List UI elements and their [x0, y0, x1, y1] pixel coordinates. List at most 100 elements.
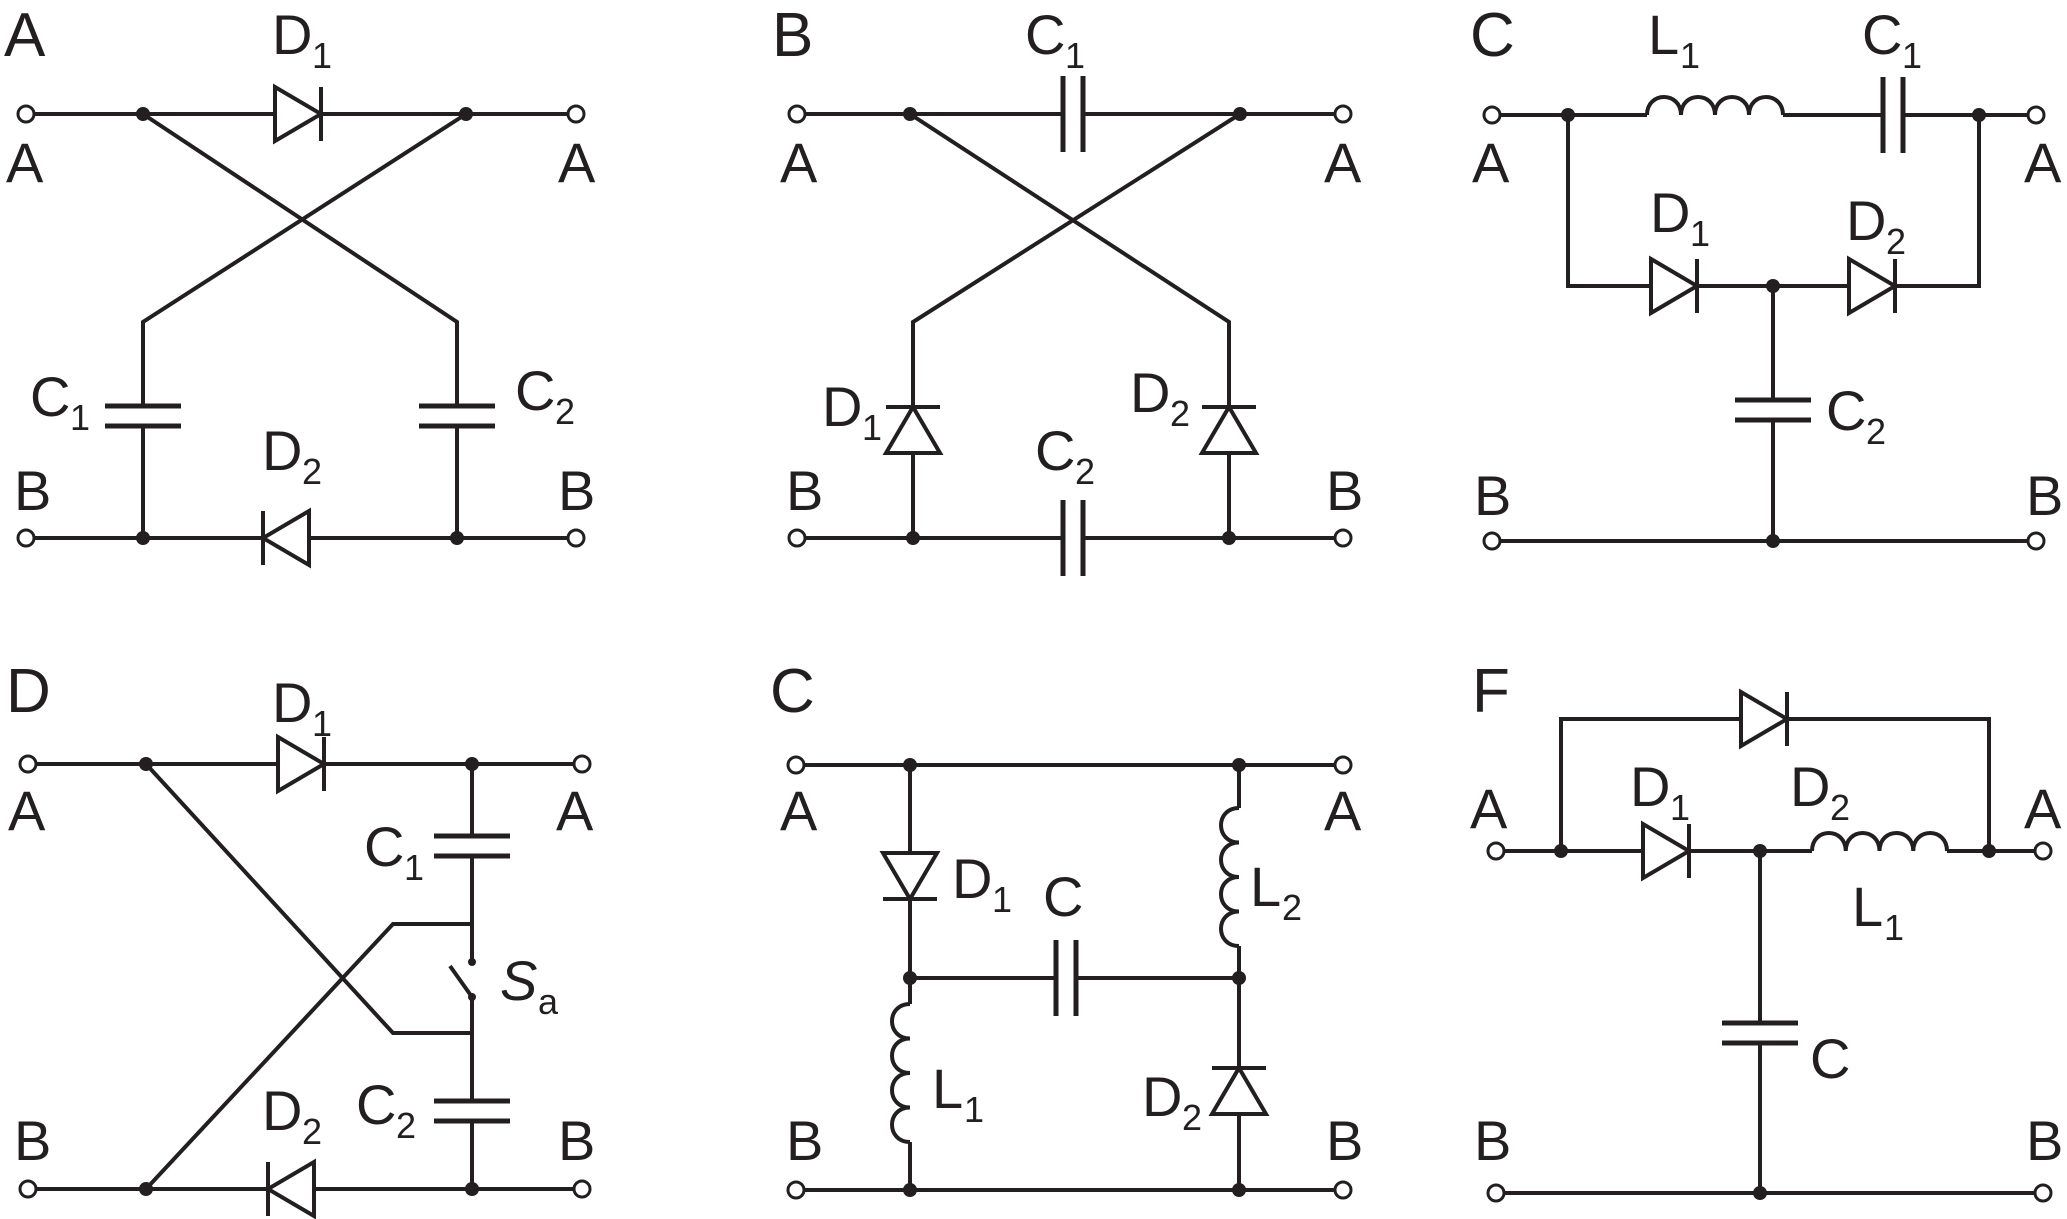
- component-label-main: C: [1035, 419, 1075, 482]
- diode-triangle: [264, 1158, 316, 1219]
- junction-node: [139, 1182, 153, 1196]
- capacitor-icon: [1060, 500, 1086, 576]
- component-label-subscript: 1: [1670, 787, 1690, 828]
- component-label-subscript: 2: [302, 451, 322, 492]
- terminal-label: B: [786, 1109, 823, 1172]
- terminal: [16, 528, 36, 548]
- junction-node: [465, 757, 479, 771]
- terminal-label: B: [2026, 1109, 2063, 1172]
- component-label: C: [1043, 865, 1083, 928]
- inductor-coil: [890, 1002, 911, 1144]
- component-label-main: D: [1630, 755, 1670, 818]
- component-label-main: S: [500, 949, 537, 1012]
- panel-label: A: [4, 1, 46, 70]
- component-label-main: L: [932, 1057, 963, 1120]
- diode-triangle: [1641, 820, 1693, 882]
- component-label-subscript: 2: [1830, 787, 1850, 828]
- terminal: [1333, 1180, 1353, 1200]
- terminal-label: B: [558, 1109, 595, 1172]
- capacitor-icon: [1060, 76, 1086, 152]
- junction-node: [459, 107, 473, 121]
- terminal-label: A: [1470, 777, 1508, 840]
- component-label-main: D: [262, 419, 302, 482]
- terminal: [1333, 104, 1353, 124]
- terminal-label: A: [8, 779, 46, 842]
- junction-node: [1232, 971, 1246, 985]
- junction-node: [1753, 844, 1767, 858]
- junction-node: [136, 531, 150, 545]
- terminal: [2033, 841, 2053, 861]
- junction-node: [139, 757, 153, 771]
- component-label-main: D: [1790, 755, 1830, 818]
- diode-triangle: [259, 507, 311, 569]
- capacitor-icon: [1053, 940, 1079, 1016]
- component-label-main: D: [1142, 1065, 1182, 1128]
- terminal-label: A: [1472, 131, 1510, 194]
- junction-node: [465, 1182, 479, 1196]
- component-label-main: C: [30, 365, 70, 428]
- terminal: [786, 1180, 806, 1200]
- diode-triangle: [1847, 255, 1899, 317]
- component-label-main: L: [1648, 3, 1679, 66]
- component-label-subscript: 1: [992, 879, 1012, 920]
- diode-triangle: [879, 851, 941, 903]
- diode-icon: [276, 733, 328, 795]
- wire: [1559, 717, 1741, 851]
- junction-node: [1232, 758, 1246, 772]
- junction-node: [136, 107, 150, 121]
- terminal: [566, 528, 586, 548]
- terminal: [1333, 755, 1353, 775]
- component-label-main: D: [1650, 181, 1690, 244]
- component-label-main: C: [1862, 3, 1902, 66]
- component-label-main: D: [822, 375, 862, 438]
- terminal-label: A: [1324, 779, 1362, 842]
- diode-icon: [259, 507, 311, 569]
- terminal-label: A: [2024, 131, 2062, 194]
- wire: [1787, 717, 1991, 851]
- component-label-subscript: 1: [70, 397, 90, 438]
- diode-triangle: [1739, 688, 1791, 750]
- wire: [141, 112, 468, 406]
- component-label-subscript: 2: [1182, 1097, 1202, 1138]
- terminal: [16, 104, 36, 124]
- junction-node: [906, 531, 920, 545]
- panel-label: C: [770, 657, 815, 726]
- inductor-icon: [1645, 95, 1785, 116]
- panel-label: C: [1470, 1, 1515, 70]
- component-label-subscript: 2: [1866, 411, 1886, 452]
- panel-label: F: [1472, 657, 1510, 726]
- junction-node: [903, 107, 917, 121]
- junction-node: [903, 971, 917, 985]
- component-label-main: C: [1826, 379, 1866, 442]
- capacitor-icon: [1880, 77, 1906, 153]
- component-label-main: L: [1852, 875, 1883, 938]
- terminal-label: B: [1474, 464, 1511, 527]
- terminal-label: B: [786, 459, 823, 522]
- component-label-subscript: 2: [1170, 393, 1190, 434]
- wire: [144, 922, 472, 1191]
- component-label-subscript: 2: [1886, 221, 1906, 262]
- junction-node: [1972, 108, 1986, 122]
- junction-node: [1232, 1183, 1246, 1197]
